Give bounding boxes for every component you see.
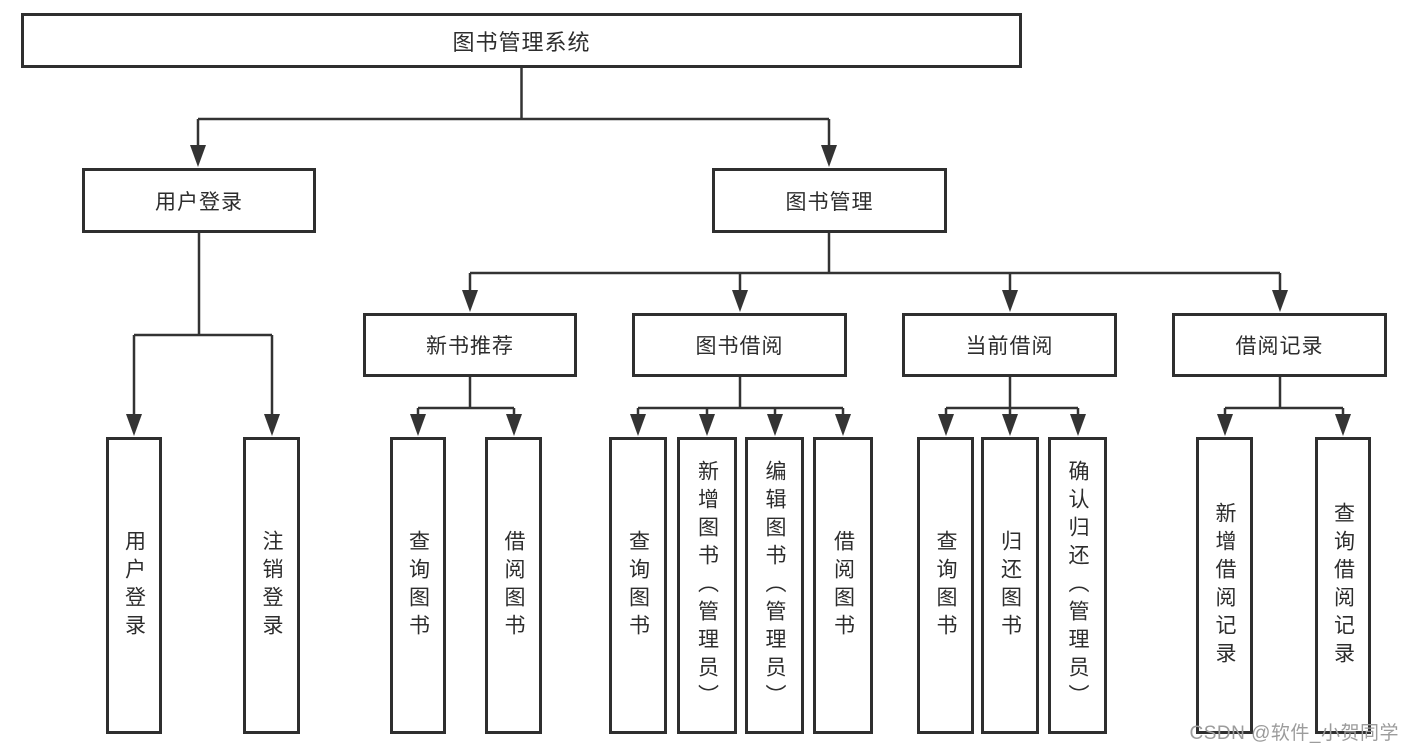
- node-query-books-borrowing: 查询图书: [609, 437, 667, 734]
- csdn-watermark: CSDN @软件_小贺同学: [1189, 723, 1399, 744]
- leaf-label: 新增图书（管理员）: [695, 459, 719, 712]
- node-add-borrow-record: 新增借阅记录: [1196, 437, 1253, 734]
- node-root-system: 图书管理系统: [21, 13, 1022, 68]
- node-user-login-leaf: 用户登录: [106, 437, 162, 734]
- leaf-label: 注销登录: [260, 529, 283, 642]
- node-borrow-books-borrowing: 借阅图书: [813, 437, 873, 734]
- node-borrow-books-recommend: 借阅图书: [485, 437, 542, 734]
- leaf-label: 查询图书: [934, 529, 957, 642]
- node-query-books-current: 查询图书: [917, 437, 974, 734]
- node-borrowing-records: 借阅记录: [1172, 313, 1387, 377]
- node-add-books-admin: 新增图书（管理员）: [677, 437, 737, 734]
- node-book-management: 图书管理: [712, 168, 947, 233]
- leaf-label: 查询图书: [626, 529, 650, 642]
- leaf-label: 编辑图书（管理员）: [763, 459, 786, 712]
- node-query-borrow-record: 查询借阅记录: [1315, 437, 1371, 734]
- node-return-books: 归还图书: [981, 437, 1039, 734]
- leaf-label: 确认归还（管理员）: [1066, 459, 1089, 712]
- leaf-label: 查询借阅记录: [1331, 501, 1355, 670]
- node-current-borrowing: 当前借阅: [902, 313, 1117, 377]
- node-new-book-recommend: 新书推荐: [363, 313, 577, 377]
- node-edit-books-admin: 编辑图书（管理员）: [745, 437, 804, 734]
- node-user-login: 用户登录: [82, 168, 316, 233]
- leaf-label: 查询图书: [406, 529, 430, 642]
- node-book-borrowing: 图书借阅: [632, 313, 847, 377]
- leaf-label: 新增借阅记录: [1213, 501, 1236, 670]
- node-confirm-return-admin: 确认归还（管理员）: [1048, 437, 1107, 734]
- node-logout-leaf: 注销登录: [243, 437, 300, 734]
- leaf-label: 借阅图书: [831, 529, 855, 642]
- leaf-label: 用户登录: [122, 529, 146, 642]
- node-query-books-recommend: 查询图书: [390, 437, 446, 734]
- tree-edges: [132, 68, 1345, 418]
- leaf-label: 归还图书: [998, 529, 1022, 642]
- leaf-label: 借阅图书: [502, 529, 525, 642]
- arrowheads: [126, 145, 1351, 436]
